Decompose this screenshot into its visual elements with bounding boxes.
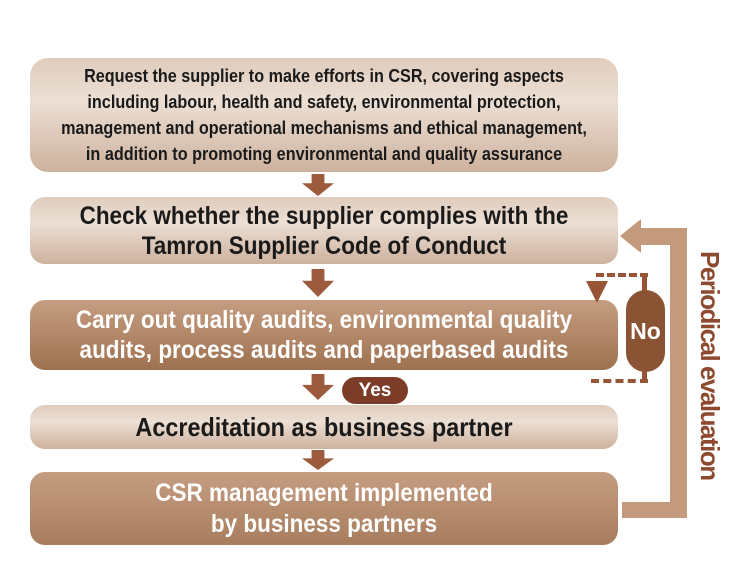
- no-loop-stem-bottom: [642, 368, 647, 381]
- no-loop-dashed-bottom: [591, 379, 648, 383]
- yes-badge-label: Yes: [358, 379, 392, 401]
- down-arrow-icon: [302, 269, 334, 297]
- feedback-loop-vertical-segment: [670, 228, 687, 518]
- periodical-evaluation-label: Periodical evaluation: [695, 251, 725, 480]
- down-arrow-icon: [302, 450, 334, 470]
- flow-box-request-csr: Request the supplier to make efforts in …: [30, 58, 618, 172]
- flow-box-csr-implemented-text: CSR management implemented by business p…: [155, 478, 493, 538]
- flow-box-csr-implemented: CSR management implemented by business p…: [30, 472, 618, 545]
- down-arrow-icon: [302, 174, 334, 196]
- flow-box-carry-out-audits-text: Carry out quality audits, environmental …: [75, 306, 573, 364]
- flow-box-check-code-of-conduct: Check whether the supplier complies with…: [30, 197, 618, 264]
- no-loop-dashed-top: [596, 273, 648, 277]
- flow-box-request-csr-text: Request the supplier to make efforts in …: [61, 66, 587, 164]
- no-badge: No: [626, 290, 665, 372]
- flow-box-accreditation-text: Accreditation as business partner: [135, 411, 513, 442]
- no-loop-stem-top: [642, 277, 647, 291]
- flow-box-accreditation: Accreditation as business partner: [30, 405, 618, 449]
- down-arrow-icon: [302, 374, 334, 400]
- yes-badge: Yes: [342, 377, 408, 404]
- no-badge-label: No: [630, 317, 661, 344]
- no-loop-down-arrow-icon: [586, 281, 608, 303]
- flow-box-check-code-of-conduct-text: Check whether the supplier complies with…: [79, 201, 569, 260]
- flow-box-carry-out-audits: Carry out quality audits, environmental …: [30, 300, 618, 370]
- feedback-left-arrow-icon: [620, 219, 641, 253]
- feedback-loop-top-segment: [641, 228, 687, 245]
